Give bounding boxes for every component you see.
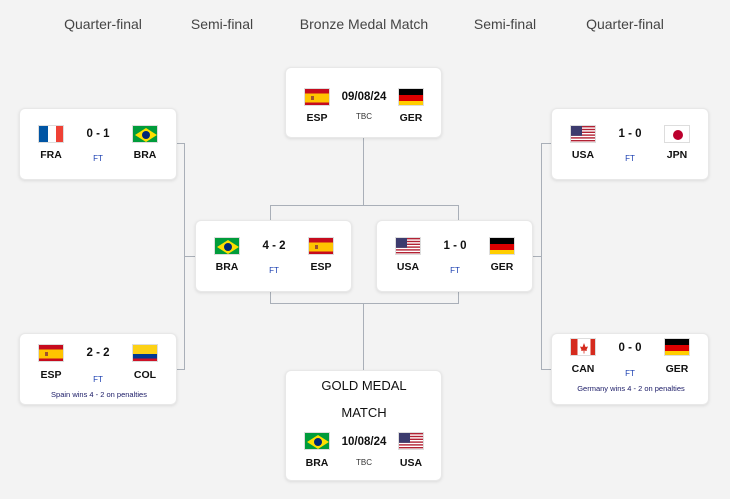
canada-flag-icon: [570, 338, 596, 356]
quarter-final-card-1[interactable]: FRA 0 - 1 FT BRA: [19, 108, 177, 180]
germany-flag-icon: [664, 338, 690, 356]
match-score: 0 - 0: [618, 342, 642, 354]
quarter-final-card-3[interactable]: USA 1 - 0 FT JPN: [551, 108, 709, 180]
away-team-code: JPN: [666, 149, 688, 161]
home-team-code: USA: [571, 149, 595, 161]
usa-flag-icon: [395, 237, 421, 255]
home-team-code: BRA: [215, 261, 239, 273]
usa-flag-icon: [570, 125, 596, 143]
penalty-note: Germany wins 4 - 2 on penalties: [577, 384, 685, 393]
header-semi-final-right: Semi-final: [473, 16, 537, 32]
brazil-flag-icon: [214, 237, 240, 255]
gold-match-title-line1: GOLD MEDAL: [321, 378, 407, 393]
germany-flag-icon: [398, 88, 424, 106]
home-team-code: ESP: [40, 369, 62, 381]
penalty-note: Spain wins 4 - 2 on penalties: [51, 390, 147, 399]
gold-match-card[interactable]: GOLD MEDAL MATCH BRA 10/08/24 TBC USA: [285, 370, 442, 481]
match-status: FT: [625, 369, 635, 378]
match-date: 09/08/24: [341, 91, 387, 103]
match-status: FT: [450, 266, 460, 275]
match-score: 4 - 2: [262, 240, 286, 252]
home-team-code: FRA: [40, 149, 62, 161]
home-team-code: BRA: [305, 457, 329, 469]
header-bronze-medal-match: Bronze Medal Match: [299, 16, 429, 32]
match-status: TBC: [356, 458, 372, 467]
away-team-code: COL: [133, 369, 157, 381]
quarter-final-card-2[interactable]: ESP 2 - 2 FT COL Spain wins 4 - 2 on pen…: [19, 333, 177, 405]
germany-flag-icon: [489, 237, 515, 255]
away-team-code: GER: [665, 363, 689, 375]
brazil-flag-icon: [132, 125, 158, 143]
home-team-code: ESP: [306, 112, 328, 124]
match-score: 1 - 0: [618, 128, 642, 140]
colombia-flag-icon: [132, 344, 158, 362]
match-score: 0 - 1: [86, 128, 110, 140]
japan-flag-icon: [664, 125, 690, 143]
spain-flag-icon: [304, 88, 330, 106]
match-score: 1 - 0: [443, 240, 467, 252]
match-status: FT: [93, 154, 103, 163]
home-team-code: USA: [396, 261, 420, 273]
header-quarter-final-left: Quarter-final: [64, 16, 142, 32]
gold-match-title-line2: MATCH: [341, 405, 387, 420]
match-status: TBC: [356, 112, 372, 121]
away-team-code: GER: [490, 261, 514, 273]
semi-final-card-1[interactable]: BRA 4 - 2 FT ESP: [195, 220, 352, 292]
match-date: 10/08/24: [341, 436, 387, 448]
spain-flag-icon: [38, 344, 64, 362]
home-team-code: CAN: [571, 363, 595, 375]
semi-final-card-2[interactable]: USA 1 - 0 FT GER: [376, 220, 533, 292]
away-team-code: USA: [399, 457, 423, 469]
usa-flag-icon: [398, 432, 424, 450]
brazil-flag-icon: [304, 432, 330, 450]
header-semi-final-left: Semi-final: [190, 16, 254, 32]
away-team-code: GER: [399, 112, 423, 124]
match-status: FT: [625, 154, 635, 163]
quarter-final-card-4[interactable]: CAN 0 - 0 FT GER Germany wins 4 - 2 on p…: [551, 333, 709, 405]
match-score: 2 - 2: [86, 347, 110, 359]
match-status: FT: [93, 375, 103, 384]
bronze-match-card[interactable]: ESP 09/08/24 TBC GER: [285, 67, 442, 138]
header-quarter-final-right: Quarter-final: [586, 16, 664, 32]
away-team-code: ESP: [310, 261, 332, 273]
france-flag-icon: [38, 125, 64, 143]
away-team-code: BRA: [133, 149, 157, 161]
match-status: FT: [269, 266, 279, 275]
spain-flag-icon: [308, 237, 334, 255]
